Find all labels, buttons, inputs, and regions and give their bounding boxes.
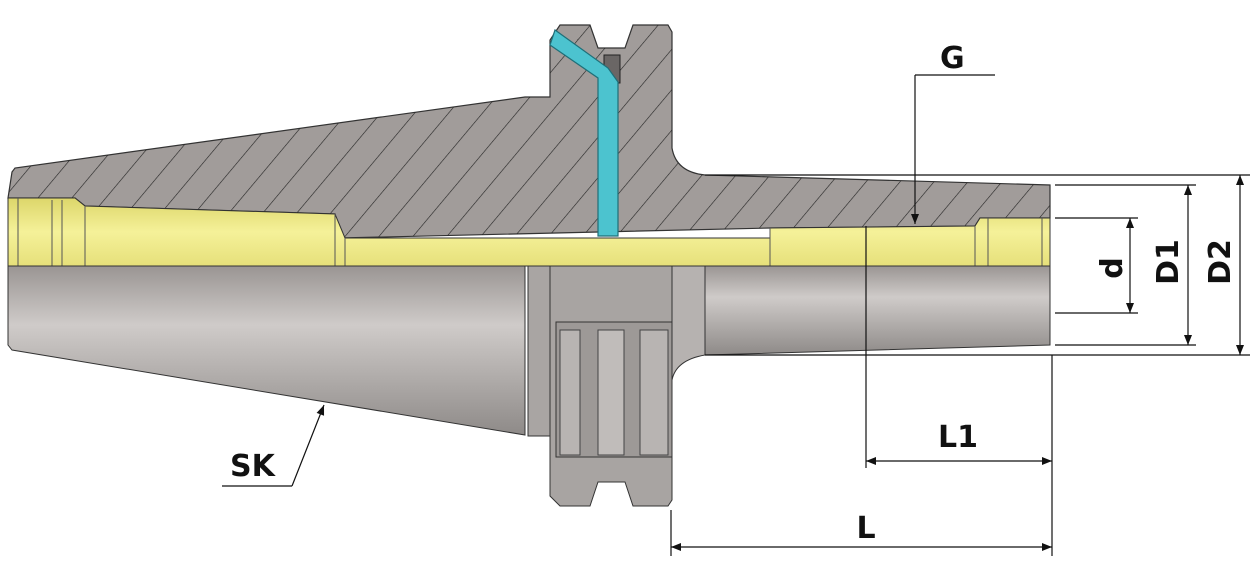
lower-body <box>7 265 1051 507</box>
label-d2: D2 <box>1203 239 1238 285</box>
label-l: L <box>856 511 875 546</box>
taper-cone <box>7 265 526 436</box>
bore <box>7 197 1051 267</box>
collar <box>527 265 551 437</box>
coolant-bore <box>549 29 619 237</box>
label-l1: L1 <box>938 420 978 455</box>
label-d: d <box>1095 257 1130 278</box>
upper-section <box>7 24 1051 239</box>
label-d1: D1 <box>1151 239 1186 285</box>
dimensions <box>222 74 1250 556</box>
shank <box>704 265 1051 356</box>
label-g: G <box>940 41 965 76</box>
hatch-lines <box>8 25 1050 238</box>
label-sk: SK <box>230 449 277 484</box>
coolant-channel <box>549 29 619 237</box>
